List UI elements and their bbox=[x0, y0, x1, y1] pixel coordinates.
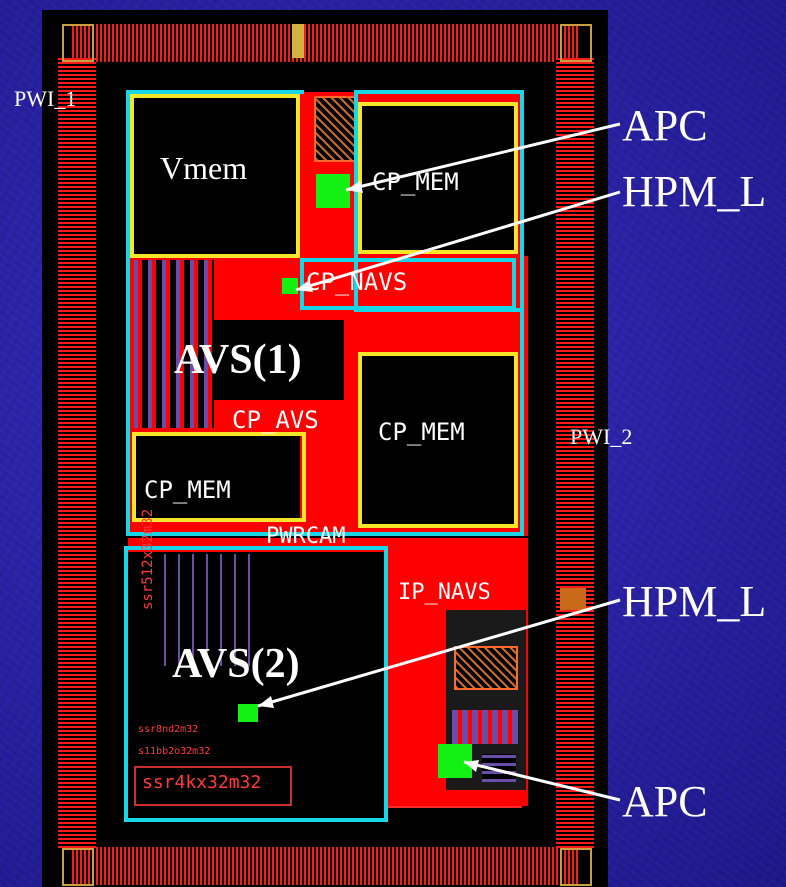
ssr512-label: ssr512x32m32 bbox=[140, 508, 156, 610]
cp-mem-top-label: CP_MEM bbox=[372, 168, 459, 196]
apc-monitor-top bbox=[316, 174, 350, 208]
pwrcam-label: PWRCAM bbox=[266, 524, 346, 549]
apc-monitor-bottom bbox=[438, 744, 472, 778]
io-ring-bottom bbox=[72, 847, 578, 885]
cp-mem-left-macro bbox=[134, 434, 300, 518]
hatched-block-2 bbox=[454, 646, 518, 690]
ip-navs-label: IP_NAVS bbox=[398, 580, 491, 605]
cp-avs-label: CP_AVS bbox=[232, 406, 319, 434]
pad-marker bbox=[292, 24, 304, 58]
cp-mem-mid-label: CP_MEM bbox=[378, 418, 465, 446]
io-ring-right bbox=[556, 58, 594, 848]
pwi-1-label: PWI_1 bbox=[14, 86, 77, 111]
avs1-boundary bbox=[126, 90, 304, 536]
cp-navs-label: CP_NAVS bbox=[306, 268, 408, 296]
pad-marker bbox=[560, 588, 586, 610]
apc-bottom-callout: APC bbox=[622, 777, 708, 826]
memory-column-array bbox=[134, 260, 214, 428]
ssr8nd-label: ssr8nd2m32 bbox=[138, 724, 199, 735]
pwi-2-label: PWI_2 bbox=[570, 424, 633, 449]
hpm-bottom-callout: HPM_L bbox=[622, 577, 767, 626]
avs1-boundary-right bbox=[300, 308, 524, 536]
io-ring-left bbox=[58, 58, 96, 848]
cp-mem-mid-macro bbox=[360, 352, 514, 524]
cp-mem-left-label: CP_MEM bbox=[144, 476, 231, 504]
memory-column-array-2 bbox=[164, 554, 260, 666]
corner-pad bbox=[62, 24, 94, 62]
vmem-label: Vmem bbox=[160, 150, 248, 186]
io-ring-top bbox=[72, 24, 578, 62]
cp-mem-mid-block bbox=[358, 352, 518, 528]
vmem-boundary bbox=[130, 94, 300, 258]
s11bb-label: s11bb2o32m32 bbox=[138, 746, 211, 757]
cp-mem-left-block bbox=[132, 432, 306, 522]
chip-layout: Vmem CP_MEM CP_NAVS AVS(1) CP_AVS CP_MEM… bbox=[42, 10, 608, 887]
ssr4k-box bbox=[134, 766, 292, 806]
corner-pad bbox=[560, 848, 592, 886]
hpm-monitor-top bbox=[282, 278, 298, 294]
cell-stack bbox=[452, 710, 518, 744]
hpm-monitor-bottom bbox=[238, 704, 258, 722]
hpm-top-callout: HPM_L bbox=[622, 167, 767, 216]
corner-pad bbox=[62, 848, 94, 886]
corner-pad bbox=[560, 24, 592, 62]
cell-stack-2 bbox=[482, 754, 516, 782]
hatched-block bbox=[314, 96, 358, 162]
avs2-label: AVS(2) bbox=[172, 641, 300, 687]
apc-top-callout: APC bbox=[622, 101, 708, 150]
avs1-label: AVS(1) bbox=[174, 337, 302, 383]
ssr4k-label: ssr4kx32m32 bbox=[142, 772, 262, 793]
